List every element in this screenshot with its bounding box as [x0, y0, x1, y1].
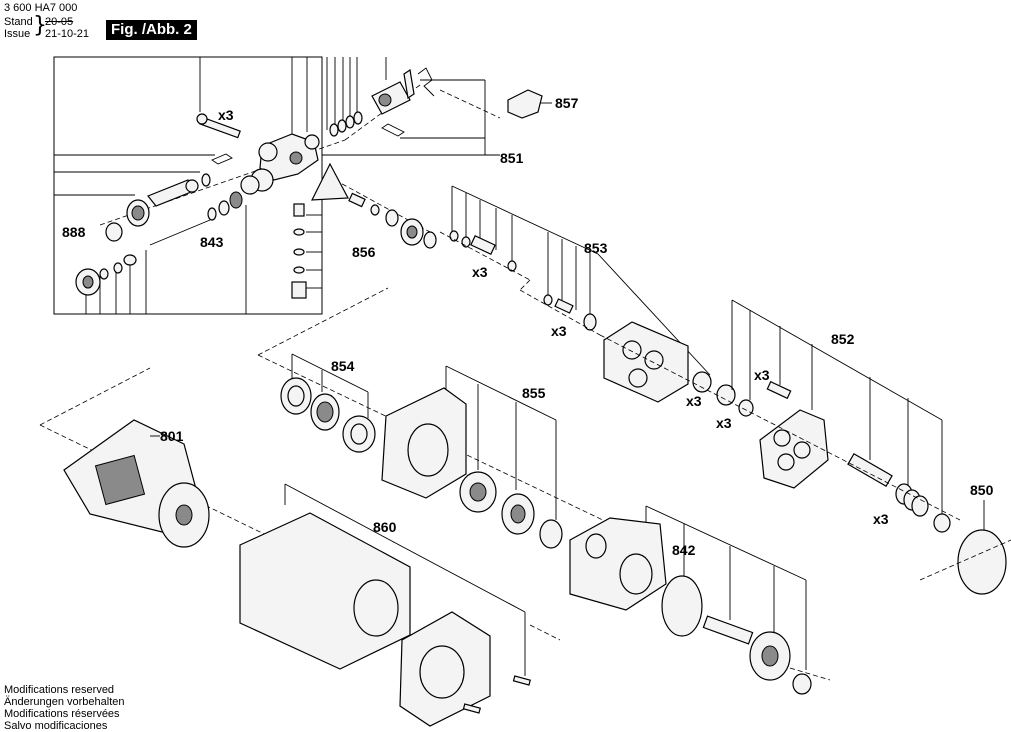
o-ring-stack-843	[291, 203, 307, 299]
valve-group-856	[348, 192, 437, 249]
multiplier-valves-856: x3	[472, 264, 488, 280]
gear-wheel	[749, 631, 791, 681]
bearing-855	[501, 493, 563, 549]
rod-assembly	[149, 175, 260, 246]
bypass-piston	[147, 173, 211, 207]
label-843: 843	[200, 234, 224, 250]
label-853: 853	[584, 240, 608, 256]
cap-valve	[75, 268, 101, 296]
multiplier-valves-853: x3	[551, 323, 567, 339]
footer-notice: Modifications reserved Änderungen vorbeh…	[4, 684, 124, 732]
header-brace: }	[33, 13, 47, 38]
spring-triangle	[311, 162, 349, 201]
label-850: 850	[970, 482, 994, 498]
clip-top	[381, 67, 435, 137]
multiplier-seal-a: x3	[686, 393, 702, 409]
pump-head-casting	[250, 133, 320, 192]
seal-rings-upper	[329, 111, 363, 137]
leader-lines-top	[54, 57, 500, 314]
multiplier-screw-top: x3	[218, 107, 234, 123]
leader-lines-853	[451, 185, 711, 376]
leader-lines-854	[291, 353, 369, 418]
label-856: 856	[352, 244, 376, 260]
footer-line-de: Änderungen vorbehalten	[4, 696, 125, 708]
end-cap-860	[399, 611, 491, 727]
stand-label: Stand	[4, 16, 33, 28]
label-888: 888	[62, 224, 86, 240]
wobble-housing-855	[381, 387, 467, 499]
valve-stack-853	[449, 230, 597, 331]
footer-line-en: Modifications reserved	[4, 684, 115, 696]
piston-carrier-852	[759, 380, 829, 489]
drive-shaft	[702, 615, 754, 645]
multiplier-spring-852: x3	[873, 511, 889, 527]
multiplier-seal-b: x3	[716, 415, 732, 431]
issue-label: Issue	[4, 28, 31, 40]
screws-860	[462, 675, 531, 714]
piston-rod	[847, 452, 893, 488]
footer-line-es: Salvo modificaciones	[4, 720, 108, 732]
wobble-plate	[459, 471, 497, 513]
bearing-842	[792, 673, 812, 695]
document-number: 3 600 HA7 000	[4, 2, 78, 14]
clip-left	[211, 153, 233, 165]
nut-888	[105, 222, 123, 242]
label-842: 842	[672, 542, 696, 558]
gear-adjuster	[126, 199, 150, 227]
label-854: 854	[331, 358, 355, 374]
valve-insert	[371, 68, 415, 115]
leader-lines-860	[284, 483, 526, 676]
multiplier-screw-852: x3	[754, 367, 770, 383]
motor-801	[63, 419, 210, 548]
gearbox-842	[569, 517, 667, 611]
o-ring-850	[957, 529, 1007, 595]
label-801: 801	[160, 428, 184, 444]
label-851: 851	[500, 150, 524, 166]
label-855: 855	[522, 385, 546, 401]
figure-title: Fig. /Abb. 2	[106, 20, 197, 40]
pump-plate-853	[603, 321, 689, 403]
screw-top	[196, 113, 241, 139]
issue-value: 21-10-21	[45, 28, 90, 40]
stand-value: 20-05	[45, 16, 74, 28]
leader-lines-852	[731, 299, 943, 515]
housing-860	[239, 512, 411, 670]
spring-small-left	[99, 254, 137, 280]
o-ring-842	[661, 575, 703, 637]
label-860: 860	[373, 519, 397, 535]
bearing-set-854	[280, 377, 376, 453]
label-852: 852	[831, 331, 855, 347]
label-857: 857	[555, 95, 579, 111]
footer-line-fr: Modifications réservées	[4, 708, 120, 720]
cap-857	[507, 89, 543, 119]
